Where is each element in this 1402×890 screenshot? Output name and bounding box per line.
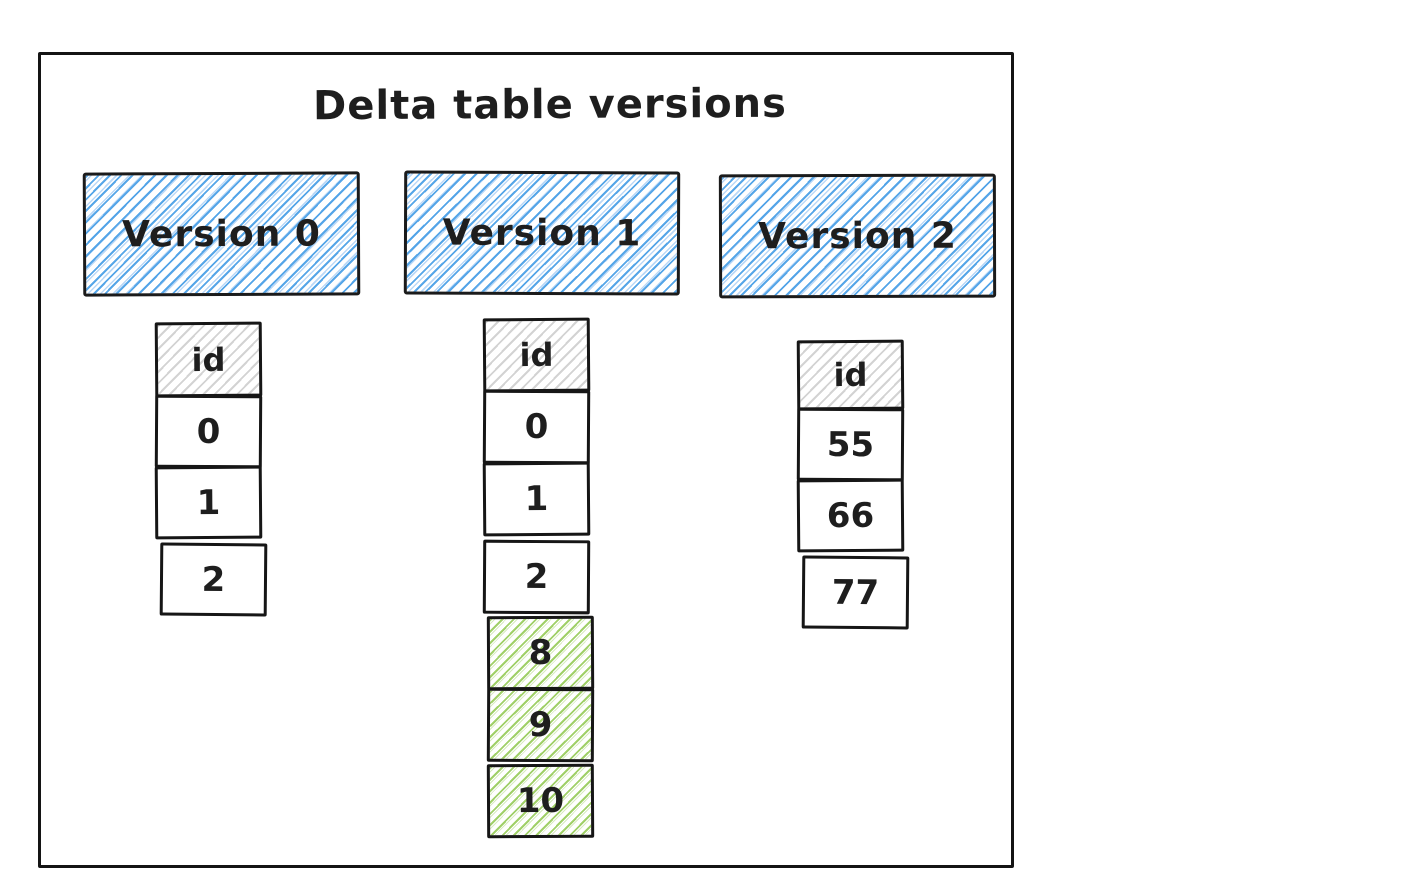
version-1-added-row-cell: 10 [486,763,595,839]
version-1-added-row-cell: 8 [486,615,595,691]
version-1-added-row-cell: 9 [486,687,595,763]
version-1-header: Version 1 [403,170,681,296]
version-2-label: Version 2 [758,215,957,257]
version-0-row-cell: 1 [154,465,263,540]
version-1-row-cell: 0 [482,389,591,465]
version-2-id-header-cell: id [796,339,905,411]
version-1-label: Version 1 [442,212,642,254]
version-0-row-cell: 0 [154,394,263,469]
version-1-row-cell: 2 [482,539,591,615]
version-0-column: id 0 1 2 [154,321,268,617]
version-1-row-cell: 1 [482,461,591,537]
version-0-label: Version 0 [122,213,321,255]
version-2-row-cell: 55 [796,407,905,482]
version-0-row-cell: 2 [159,542,268,617]
diagram-title: Delta table versions [312,80,788,130]
version-2-column: id 55 66 77 [796,339,910,630]
version-2-header: Version 2 [718,173,997,299]
version-2-row-cell: 66 [796,478,905,553]
version-1-column: id 0 1 2 8 9 10 [482,317,595,839]
version-2-row-cell: 77 [801,555,910,630]
version-0-header: Version 0 [82,171,361,297]
version-0-id-header-cell: id [154,321,263,398]
version-1-id-header-cell: id [482,317,591,393]
